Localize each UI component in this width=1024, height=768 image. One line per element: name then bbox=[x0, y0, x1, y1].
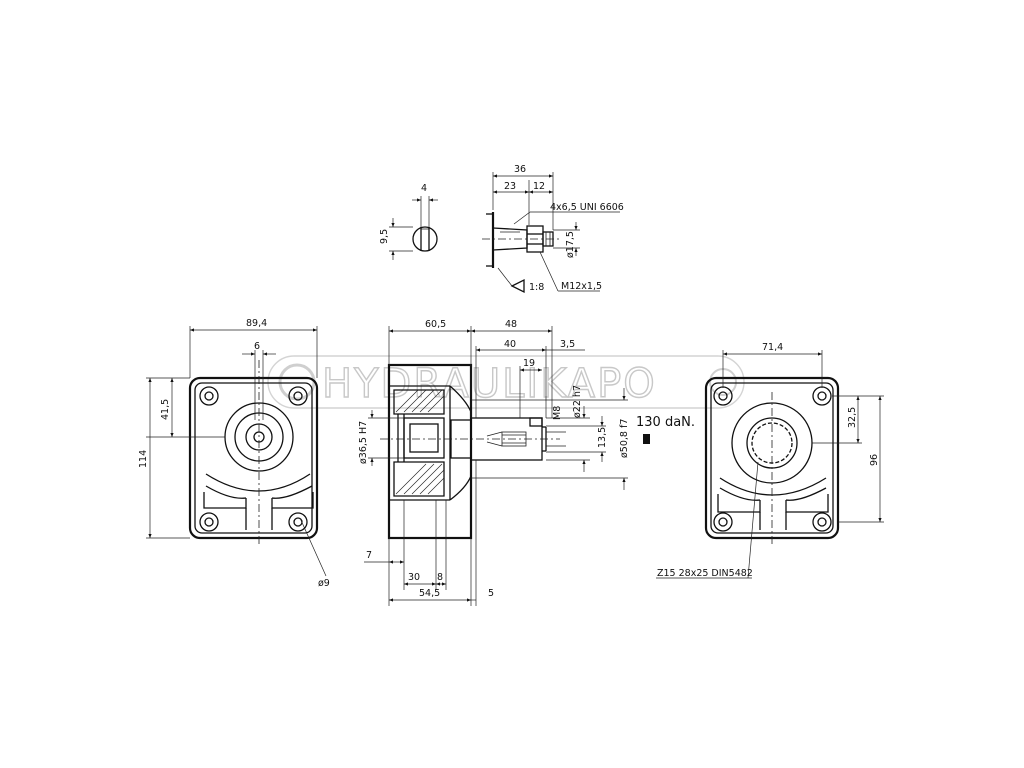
rear-spacing-label: 71,4 bbox=[762, 342, 783, 353]
side-shaft-dia-label: ø22 h7 bbox=[572, 385, 583, 418]
side-end-gap-label: 5 bbox=[488, 588, 494, 599]
side-thread-label: M8 bbox=[552, 406, 563, 420]
shaft-key-spec: 4x6,5 UNI 6606 bbox=[550, 202, 624, 213]
side-pilot-label: ø50,8 f7 bbox=[619, 419, 630, 458]
front-total-height-label: 114 bbox=[138, 450, 149, 468]
side-view: 60,5 48 40 3,5 19 ø36,5 H7 M8 ø22 h7 13,… bbox=[358, 319, 695, 606]
side-shoulder-label: 3,5 bbox=[560, 339, 575, 350]
rear-view: 71,4 32,5 96 Z15 28x25 DIN5482 bbox=[656, 342, 884, 579]
side-overall-label: 54,5 bbox=[419, 588, 440, 599]
side-flange-a-label: 7 bbox=[366, 550, 372, 561]
thread-label: M12x1,5 bbox=[561, 281, 602, 292]
shaft-part-a-label: 23 bbox=[504, 181, 516, 192]
side-key-len-label: 19 bbox=[523, 358, 535, 369]
shaft-part-b-label: 12 bbox=[533, 181, 545, 192]
front-shaft-height-label: 41,5 bbox=[160, 399, 171, 420]
key-height-label: 9,5 bbox=[379, 229, 390, 244]
side-load-label: 130 daN. bbox=[636, 415, 695, 430]
key-width-label: 4 bbox=[421, 183, 427, 194]
side-body-length-label: 60,5 bbox=[425, 319, 446, 330]
side-flange-c-label: 8 bbox=[437, 572, 443, 583]
front-width-label: 89,4 bbox=[246, 318, 267, 329]
front-offset-label: 6 bbox=[254, 341, 260, 352]
detail-key-section: 4 9,5 bbox=[379, 183, 438, 260]
detail-shaft-end: 36 23 12 4x6,5 UNI 6606 ø17,5 1:8 M12x1,… bbox=[482, 164, 624, 294]
side-bore-label: ø36,5 H7 bbox=[358, 421, 369, 464]
taper-label: 1:8 bbox=[529, 282, 544, 293]
load-arrow-icon bbox=[643, 434, 650, 444]
front-hole-label: ø9 bbox=[318, 578, 330, 589]
shaft-diameter-label: ø17,5 bbox=[565, 231, 576, 258]
side-key-height-label: 13,5 bbox=[597, 427, 608, 448]
rear-total-height-label: 96 bbox=[869, 454, 880, 466]
shaft-total-label: 36 bbox=[514, 164, 526, 175]
section-hatch bbox=[393, 389, 445, 497]
side-shaft-len2-label: 40 bbox=[504, 339, 516, 350]
rear-spline-label: Z15 28x25 DIN5482 bbox=[657, 568, 753, 579]
rear-shaft-height-label: 32,5 bbox=[847, 407, 858, 428]
side-shaft-length-label: 48 bbox=[505, 319, 517, 330]
side-flange-b-label: 30 bbox=[408, 572, 420, 583]
front-view: 89,4 6 41,5 114 ø9 bbox=[138, 318, 330, 589]
